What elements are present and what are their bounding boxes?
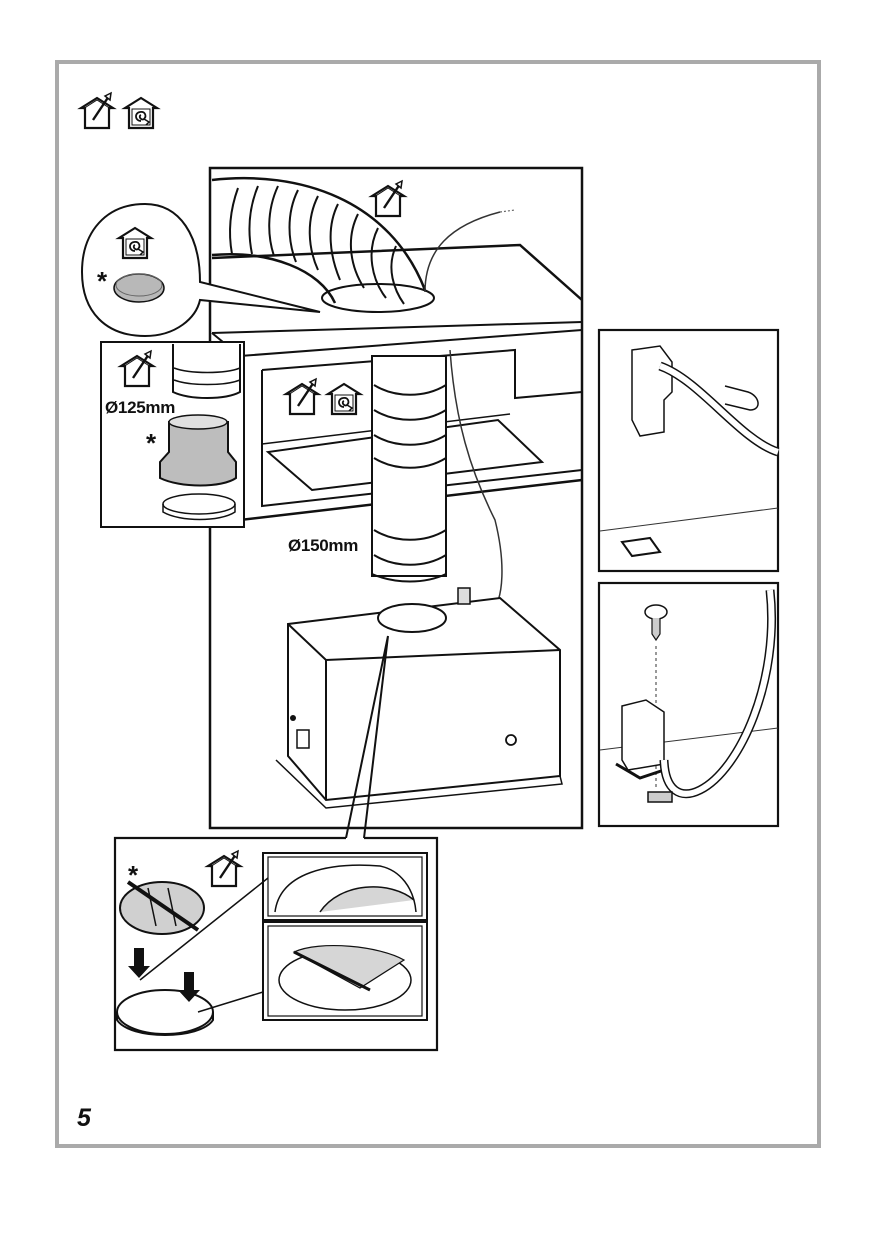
cable-clip-panel: [597, 328, 780, 573]
screw-fixing-panel: [597, 581, 780, 828]
duct-diameter-150-label: Ø150mm: [288, 536, 359, 555]
optional-part-marker: *: [97, 266, 108, 296]
recirculation-icon: [123, 96, 159, 130]
duct-diameter-125-label: Ø125mm: [105, 398, 176, 417]
flex-duct-ribs: [229, 185, 405, 305]
cable-clip-part: [724, 385, 759, 411]
main-installation-panel: [208, 166, 584, 839]
optional-part-marker: *: [128, 860, 139, 890]
ducted-extraction-icon: [79, 91, 115, 130]
page-number: 5: [77, 1104, 91, 1132]
screw-part: [644, 604, 668, 620]
push-down-arrow-icon: [178, 972, 200, 1002]
page-frame: [55, 60, 821, 1148]
reducer-adapter-part: [159, 421, 237, 487]
push-down-arrow-icon: [128, 948, 150, 978]
optional-part-marker: *: [146, 428, 157, 458]
carbon-filter-callout: [80, 202, 321, 338]
reducer-panel: [100, 341, 245, 528]
non-return-valve-panel: [113, 836, 439, 1052]
